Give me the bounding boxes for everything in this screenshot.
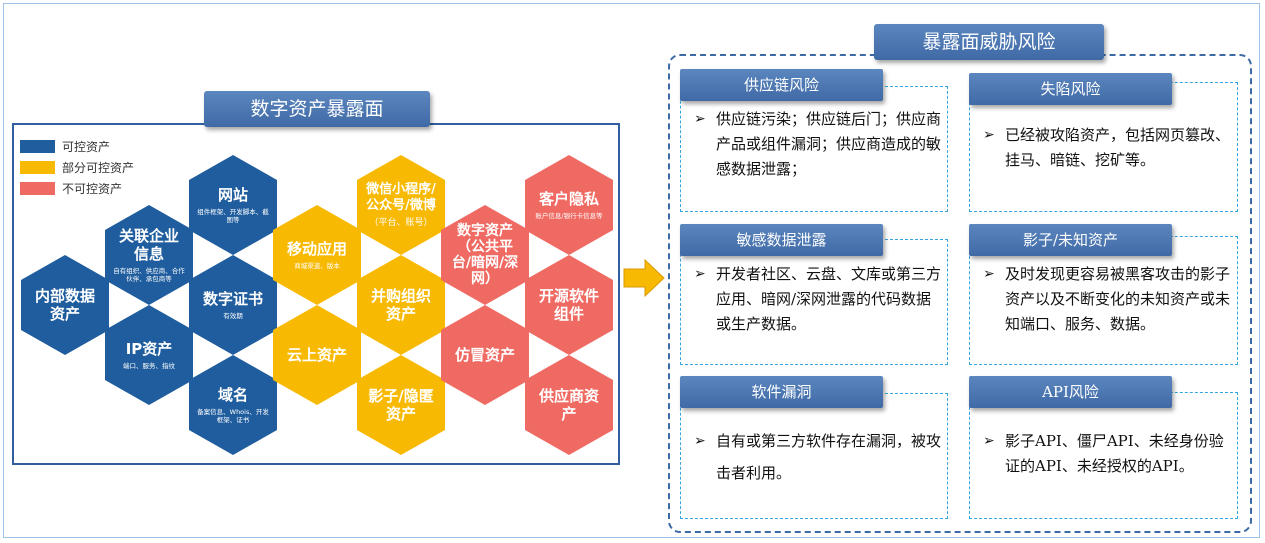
panel-text-software-vuln: ➢ 自有或第三方软件存在漏洞，被攻击者利用。: [694, 425, 942, 489]
bullet-icon: ➢: [694, 111, 706, 127]
legend-label: 可控资产: [62, 140, 111, 154]
legend-swatch: [20, 182, 55, 195]
hex-sub: 账户信息/银行卡信息等: [535, 212, 603, 220]
legend-item-uncontrollable: 不可控资产: [20, 178, 134, 199]
hex-title: 数字证书: [202, 290, 263, 308]
panel-text-fallen: ➢ 已经被攻陷资产，包括网页篡改、挂马、暗链、挖矿等。: [983, 123, 1233, 173]
legend-item-partial: 部分可控资产: [20, 157, 134, 178]
left-title: 数字资产暴露面: [204, 91, 430, 127]
panel-text-api-risk: ➢ 影子API、僵尸API、未经身份验证的API、未经授权的API。: [983, 429, 1233, 479]
legend-label: 部分可控资产: [62, 161, 135, 175]
panel-text-data-leak: ➢ 开发者社区、云盘、文库或第三方应用、暗网/深网泄露的代码数据或生产数据。: [694, 262, 944, 337]
hex-title: 云上资产: [286, 346, 347, 364]
bullet-icon: ➢: [694, 433, 706, 449]
hex-title: 并购组织资产: [370, 287, 431, 323]
hex-title: 网站: [217, 186, 248, 204]
panel-text: 影子API、僵尸API、未经身份验证的API、未经授权的API。: [1005, 432, 1224, 475]
hex-title: 仿冒资产: [454, 346, 515, 364]
right-title: 暴露面威胁风险: [874, 24, 1104, 60]
hex-supplier-asset: 供应商资产: [525, 355, 613, 455]
panel-title-software-vuln: 软件漏洞: [680, 376, 883, 408]
panel-title-shadow-assets: 影子/未知资产: [969, 224, 1172, 256]
legend: 可控资产 部分可控资产 不可控资产: [20, 136, 134, 199]
panel-text-supply-chain: ➢ 供应链污染；供应链后门；供应商产品或组件漏洞；供应商造成的敏感数据泄露；: [694, 107, 942, 182]
hex-customer-privacy: 客户隐私 账户信息/银行卡信息等: [525, 155, 613, 255]
hex-title: 开源软件组件: [538, 287, 599, 323]
panel-title-supply-chain: 供应链风险: [680, 69, 883, 101]
hex-title: 内部数据资产: [34, 287, 95, 323]
hex-sub: （平台、账号）: [369, 217, 433, 228]
bullet-icon: ➢: [983, 127, 995, 143]
legend-swatch: [20, 140, 55, 153]
panel-text-shadow-assets: ➢ 及时发现更容易被黑客攻击的影子资产以及不断变化的未知资产或未知端口、服务、数…: [983, 262, 1237, 337]
hex-title: 微信小程序/公众号/微博: [366, 181, 436, 213]
bullet-icon: ➢: [983, 433, 995, 449]
right-arrow-icon: [623, 259, 665, 297]
hex-sub: 商城渠道、版本: [294, 262, 340, 270]
hex-title: 关联企业信息: [118, 227, 179, 263]
hex-sub: 有效期: [223, 312, 243, 320]
legend-label: 不可控资产: [62, 182, 123, 196]
panel-title-fallen: 失陷风险: [969, 73, 1172, 105]
hex-title: 影子/隐匿资产: [368, 387, 434, 423]
panel-text: 已经被攻陷资产，包括网页篡改、挂马、暗链、挖矿等。: [1005, 126, 1231, 169]
hex-sub: 备案信息、Whois、开发框架、证书: [197, 408, 269, 424]
legend-item-controllable: 可控资产: [20, 136, 134, 157]
panel-title-api-risk: API风险: [969, 376, 1172, 408]
hex-open-source: 开源软件组件: [525, 255, 613, 355]
hex-title: 域名: [217, 386, 248, 404]
panel-title-data-leak: 敏感数据泄露: [680, 224, 883, 256]
panel-text: 开发者社区、云盘、文库或第三方应用、暗网/深网泄露的代码数据或生产数据。: [716, 265, 942, 333]
hex-title: 供应商资产: [538, 387, 599, 423]
hex-sub: 自有组织、供应商、合作伙伴、承包商等: [113, 267, 185, 283]
bullet-icon: ➢: [694, 266, 706, 282]
legend-swatch: [20, 161, 55, 174]
hex-title: 移动应用: [286, 240, 347, 258]
panel-text: 供应链污染；供应链后门；供应商产品或组件漏洞；供应商造成的敏感数据泄露；: [716, 110, 942, 178]
outer-frame: [3, 3, 1260, 538]
hex-title: 客户隐私: [538, 190, 599, 208]
panel-text: 及时发现更容易被黑客攻击的影子资产以及不断变化的未知资产或未知端口、服务、数据。: [1005, 265, 1231, 333]
panel-text: 自有或第三方软件存在漏洞，被攻击者利用。: [716, 432, 942, 482]
bullet-icon: ➢: [983, 266, 995, 282]
hex-sub: 组件框架、开发脚本、截图等: [197, 208, 269, 224]
hex-sub: 端口、服务、指纹: [123, 362, 175, 370]
hex-title: IP资产: [125, 340, 173, 358]
hex-title: 数字资产（公共平台/暗网/深网）: [451, 223, 519, 287]
